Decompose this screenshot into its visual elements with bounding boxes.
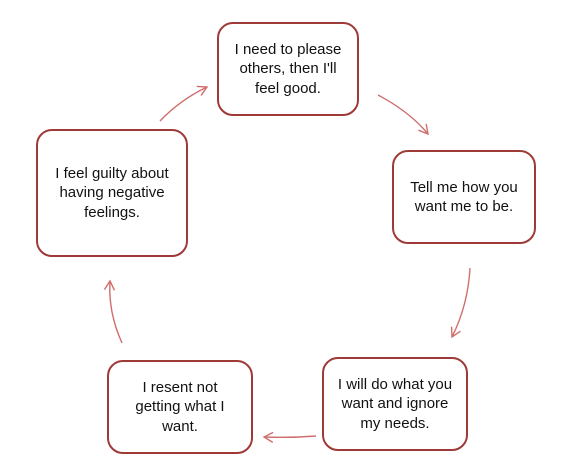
arrow-n2-to-n3: [450, 267, 471, 339]
cycle-step-text: I feel guilty about having negative feel…: [55, 164, 169, 221]
arrow-n1-to-n2: [377, 94, 429, 136]
cycle-step-ignore-needs: I will do what you want and ignore my ne…: [322, 357, 468, 451]
arrow-n3-to-n4: [262, 431, 317, 443]
cycle-step-text: Tell me how you want me to be.: [410, 178, 518, 216]
cycle-step-resent: I resent not getting what I want.: [107, 360, 253, 454]
cycle-step-feel-guilty: I feel guilty about having negative feel…: [36, 129, 188, 257]
arrow-n5-to-n1: [159, 85, 209, 122]
arrow-n4-to-n5: [103, 279, 123, 344]
cycle-step-text: I need to please others, then I'll feel …: [234, 40, 342, 97]
cycle-step-text: I resent not getting what I want.: [135, 378, 225, 435]
cycle-step-tell-me: Tell me how you want me to be.: [392, 150, 536, 244]
cycle-step-text: I will do what you want and ignore my ne…: [337, 375, 453, 432]
cycle-step-please-others: I need to please others, then I'll feel …: [217, 22, 359, 116]
